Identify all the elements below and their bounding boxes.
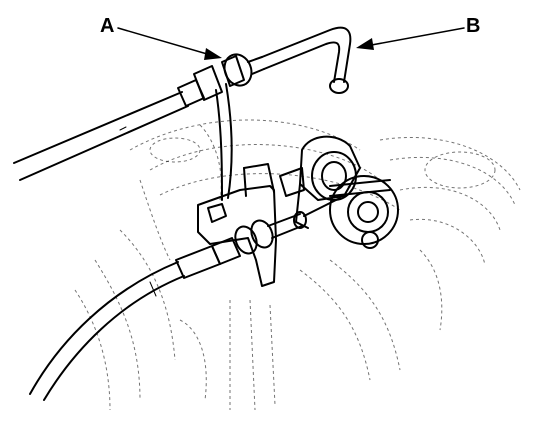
engine-background: [74, 119, 521, 411]
callout-b: B: [466, 15, 480, 37]
cable-end-b: [261, 26, 352, 94]
leader-line-a: [117, 27, 222, 60]
callout-a: A: [100, 15, 114, 37]
upper-cable: [13, 91, 189, 181]
throttle-drum: [295, 135, 399, 249]
leader-line-b: [356, 27, 465, 50]
cable-bracket: [197, 163, 305, 287]
upper-cable-adjuster: [177, 53, 265, 107]
inner-wire: [215, 83, 233, 201]
lower-cable: [29, 197, 341, 401]
